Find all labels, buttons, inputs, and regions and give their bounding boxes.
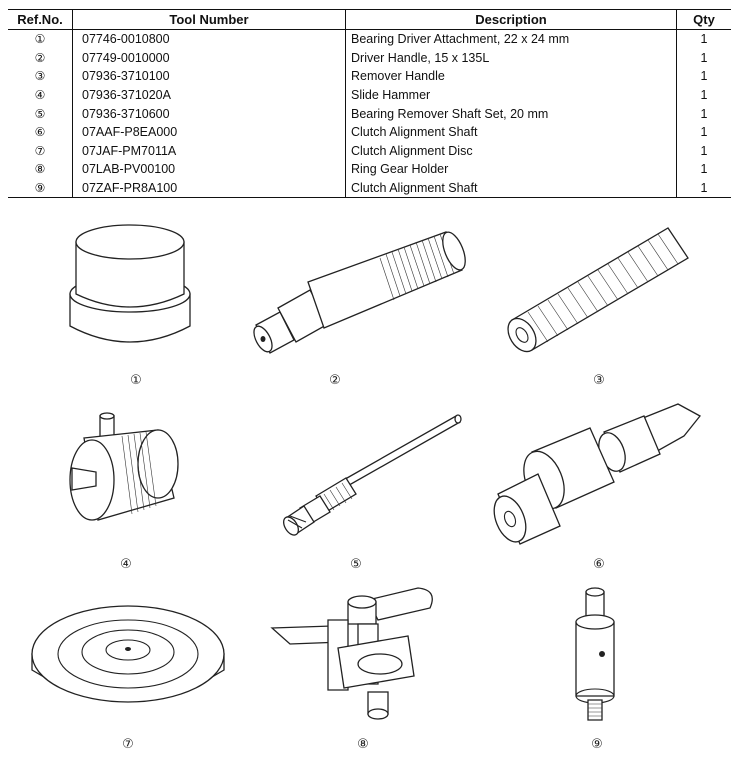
header-tool-number: Tool Number — [72, 9, 346, 30]
cell-description: Driver Handle, 15 x 135L — [345, 48, 677, 68]
cell-ref-no: ⑧ — [34, 162, 46, 177]
figure-label-1: ① — [130, 373, 142, 388]
ring-gear-holder-icon — [270, 587, 433, 720]
remover-handle-icon — [507, 227, 689, 353]
cell-tool-number: 07JAF-PM7011A — [72, 141, 346, 161]
cell-ref-no: ⑤ — [34, 106, 46, 121]
cell-ref-no: ⑥ — [34, 125, 46, 140]
cell-ref-no: ③ — [34, 69, 46, 84]
figure-label-5: ⑤ — [350, 557, 362, 572]
cell-tool-number: 07AAF-P8EA000 — [72, 122, 346, 142]
figure-label-9: ⑨ — [591, 737, 603, 752]
cell-tool-number: 07936-3710600 — [72, 104, 346, 123]
cell-description: Clutch Alignment Shaft — [345, 122, 677, 142]
cell-description: Remover Handle — [345, 67, 677, 86]
cell-tool-number: 07746-0010800 — [72, 29, 346, 49]
header-ref-no: Ref.No. — [8, 9, 73, 30]
cell-description: Bearing Remover Shaft Set, 20 mm — [345, 104, 677, 123]
cell-tool-number: 07936-3710100 — [72, 67, 346, 86]
slide-hammer-icon — [69, 412, 179, 521]
figure-label-7: ⑦ — [122, 737, 134, 752]
figure-label-3: ③ — [593, 373, 605, 388]
figure-label-2: ② — [329, 373, 341, 388]
figure-label-6: ⑥ — [593, 557, 605, 572]
cell-qty: 1 — [676, 48, 731, 68]
cell-description: Slide Hammer — [345, 85, 677, 105]
header-qty: Qty — [676, 9, 731, 30]
cell-qty: 1 — [676, 67, 731, 86]
clutch-alignment-shaft-icon — [493, 403, 701, 545]
special-tools-table: Ref.No. Tool Number Description Qty ① 077… — [8, 9, 731, 199]
bearing-remover-shaft-icon — [283, 414, 462, 536]
clutch-alignment-shaft-small-icon — [575, 587, 615, 721]
clutch-alignment-disc-icon — [31, 605, 225, 703]
cell-ref-no: ④ — [34, 88, 46, 103]
figure-label-4: ④ — [120, 557, 132, 572]
cell-ref-no: ① — [34, 32, 46, 47]
cell-qty: 1 — [676, 29, 731, 49]
cell-qty: 1 — [676, 160, 731, 179]
cell-qty: 1 — [676, 104, 731, 123]
header-description: Description — [345, 9, 677, 30]
cell-tool-number: 07ZAF-PR8A100 — [72, 178, 346, 199]
cell-description: Bearing Driver Attachment, 22 x 24 mm — [345, 29, 677, 49]
cell-tool-number: 07936-371020A — [72, 85, 346, 105]
cell-description: Ring Gear Holder — [345, 160, 677, 179]
figure-label-8: ⑧ — [357, 737, 369, 752]
cell-description: Clutch Alignment Disc — [345, 141, 677, 161]
bearing-driver-attachment-icon — [69, 224, 191, 343]
cell-ref-no: ⑨ — [8, 178, 73, 199]
cell-ref-no: ⑦ — [34, 143, 46, 158]
table-header-row: Ref.No. Tool Number Description Qty — [8, 9, 731, 30]
cell-description: Clutch Alignment Shaft — [345, 178, 677, 199]
cell-ref-no: ② — [34, 50, 46, 65]
cell-qty: 1 — [676, 141, 731, 161]
cell-qty: 1 — [676, 178, 731, 199]
cell-qty: 1 — [676, 122, 731, 142]
cell-tool-number: 07749-0010000 — [72, 48, 346, 68]
cell-qty: 1 — [676, 85, 731, 105]
driver-handle-icon — [253, 231, 466, 354]
cell-tool-number: 07LAB-PV00100 — [72, 160, 346, 179]
